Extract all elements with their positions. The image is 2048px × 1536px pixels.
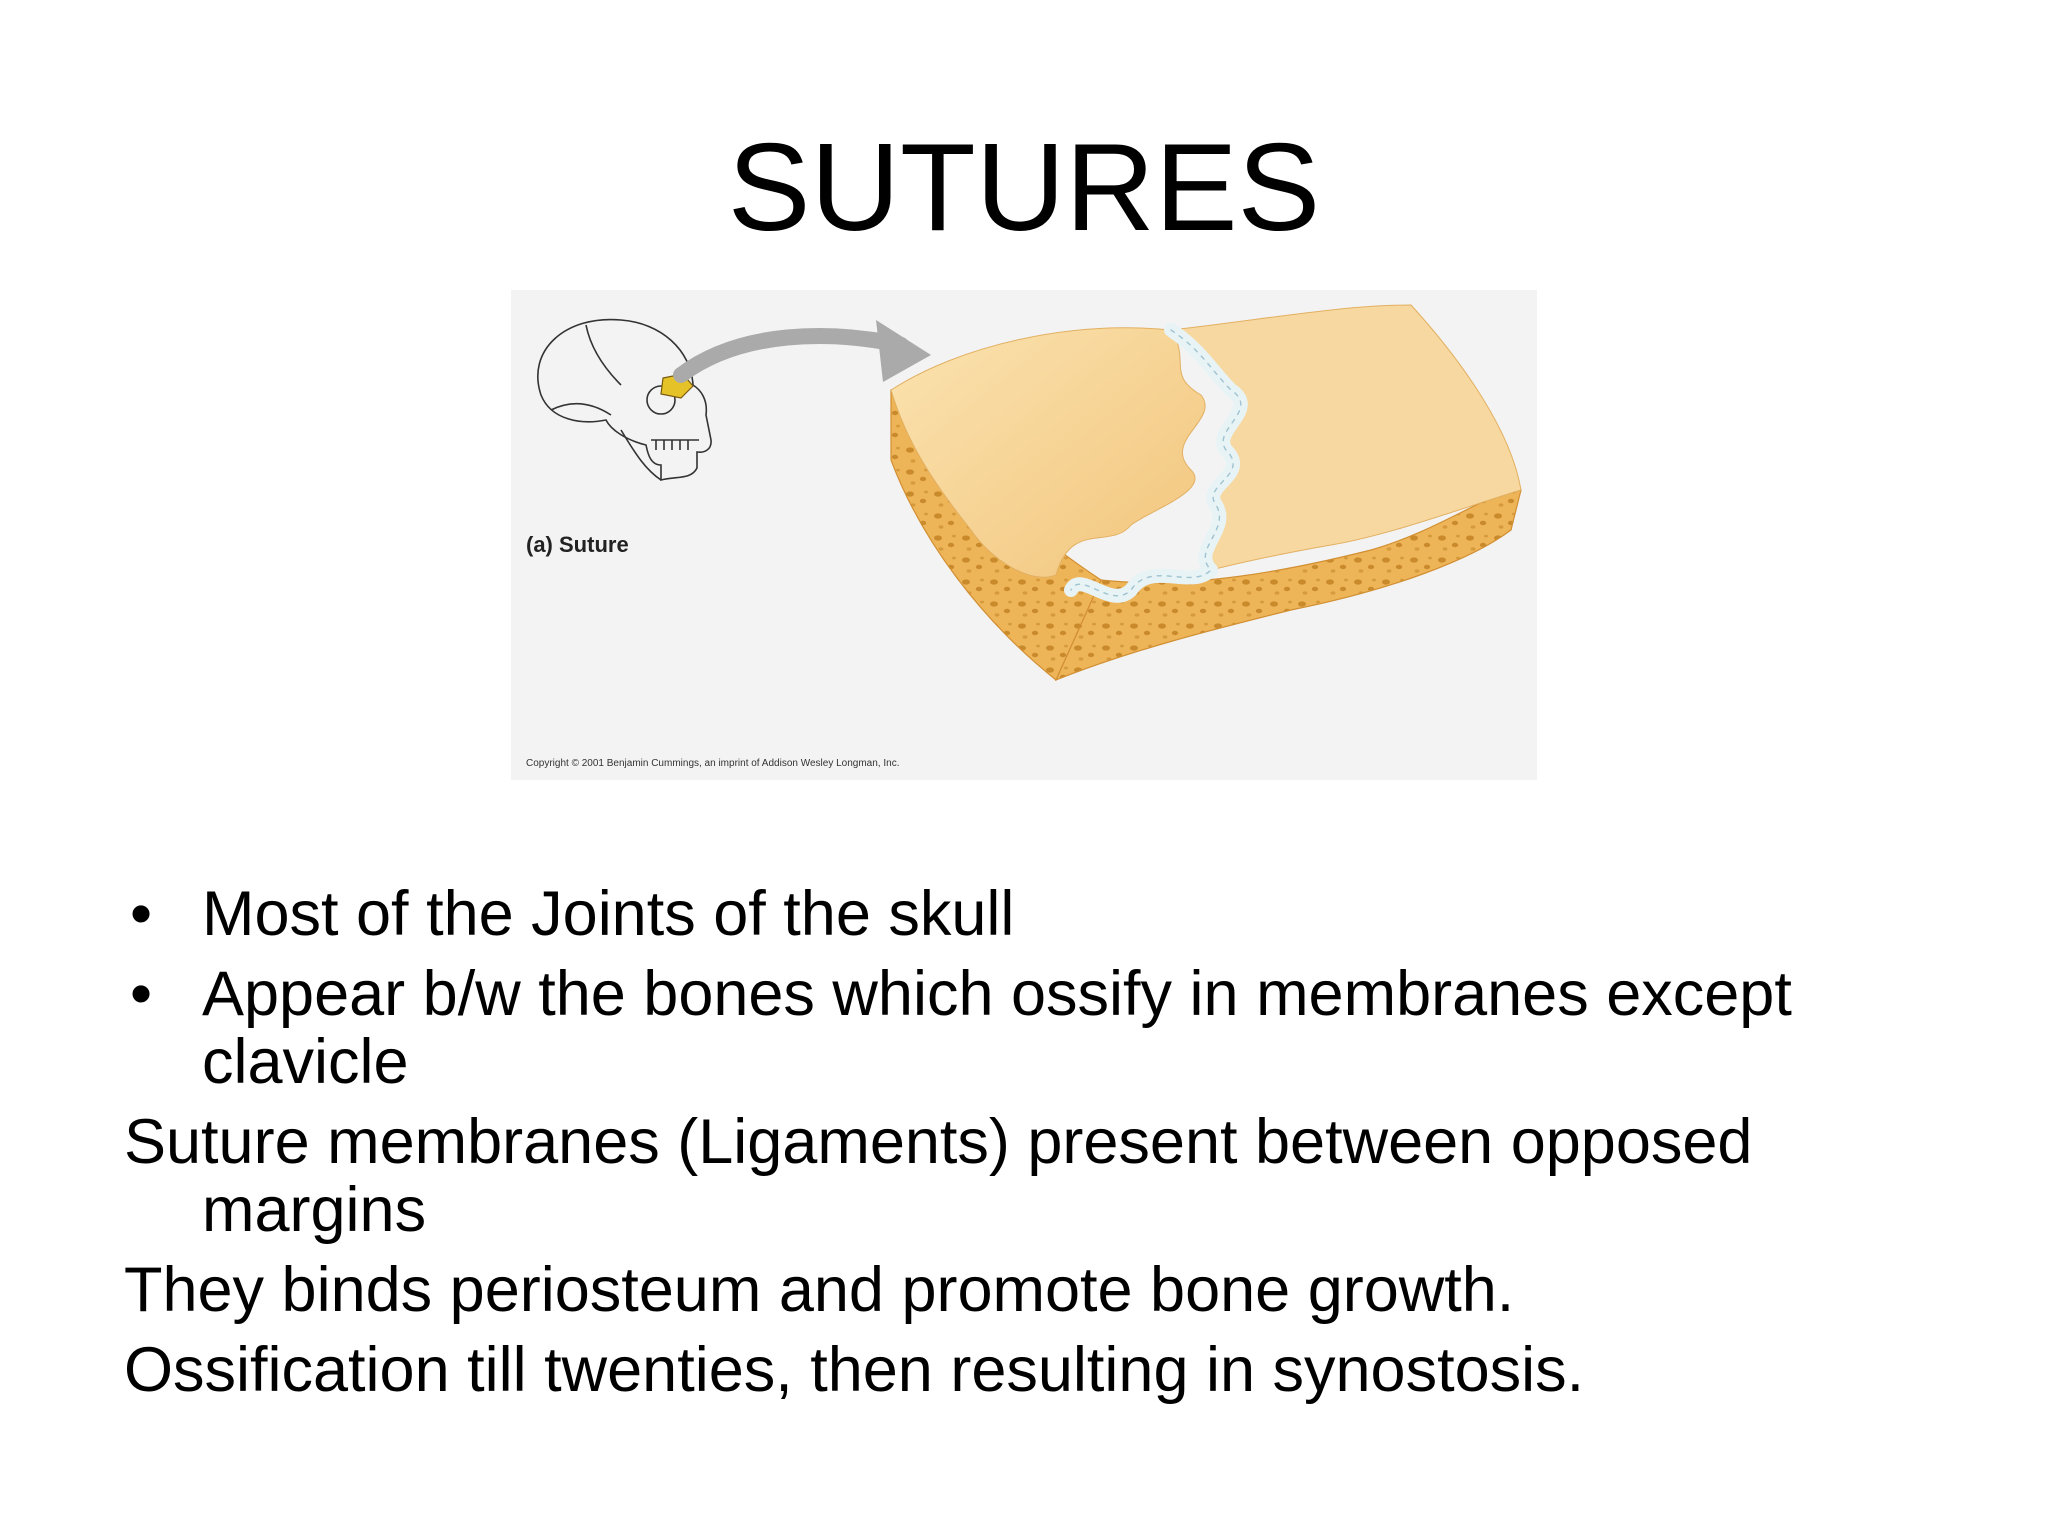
figure-label: (a) Suture	[526, 532, 629, 557]
list-item: • Most of the Joints of the skull	[124, 880, 1954, 948]
skull-icon	[537, 318, 712, 482]
list-item: They binds periosteum and promote bone g…	[124, 1256, 1954, 1324]
slide-title: SUTURES	[727, 119, 1321, 257]
list-item: Ossification till twenties, then resulti…	[124, 1336, 1954, 1404]
bone-section-right	[1054, 304, 1522, 682]
bone-section-left	[890, 327, 1206, 681]
suture-illustration	[537, 304, 1522, 682]
bullet-list: • Most of the Joints of the skull • Appe…	[124, 880, 1954, 1416]
suture-figure: (a) Suture Copyright © 2001 Benjamin Cum…	[511, 290, 1537, 780]
list-item: • Appear b/w the bones which ossify in m…	[124, 960, 1954, 1096]
arrow-icon	[673, 320, 931, 383]
list-item-text: Most of the Joints of the skull	[202, 879, 1015, 949]
figure-copyright: Copyright © 2001 Benjamin Cummings, an i…	[526, 758, 900, 769]
list-item-text: Appear b/w the bones which ossify in mem…	[202, 959, 1792, 1097]
bullet-icon: •	[130, 959, 153, 1029]
suture-membrane	[1064, 323, 1248, 603]
list-item-text: They binds periosteum and promote bone g…	[124, 1255, 1515, 1325]
list-item: Suture membranes (Ligaments) present bet…	[124, 1108, 1954, 1244]
list-item-text: Ossification till twenties, then resulti…	[124, 1335, 1585, 1405]
list-item-text: Suture membranes (Ligaments) present bet…	[124, 1107, 1753, 1245]
bullet-icon: •	[130, 879, 153, 949]
